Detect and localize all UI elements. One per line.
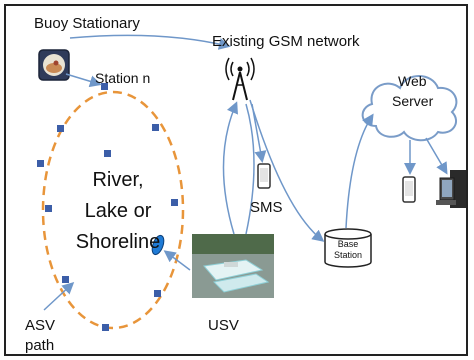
usv-label: USV bbox=[208, 317, 239, 334]
water-body-label-line3: Shoreline bbox=[75, 231, 161, 253]
buoy-stationary-label: Buoy Stationary bbox=[34, 15, 140, 32]
station-marker bbox=[171, 199, 178, 206]
usv-boat-photo bbox=[192, 234, 274, 298]
station-marker bbox=[152, 124, 159, 131]
computer-icon bbox=[436, 170, 466, 208]
station-marker bbox=[57, 125, 64, 132]
asv-path-loop bbox=[41, 90, 185, 330]
water-body-label-line1: River, bbox=[92, 169, 144, 191]
web-server-label-line1: Web bbox=[398, 73, 427, 89]
sms-label: SMS bbox=[250, 199, 283, 216]
phone-icon bbox=[402, 176, 416, 203]
cloud-icon bbox=[361, 75, 458, 142]
gsm-tower-icon bbox=[225, 57, 255, 101]
buoy-icon bbox=[38, 49, 70, 81]
station-marker bbox=[45, 205, 52, 212]
base-station-label-line2: Station bbox=[333, 250, 363, 260]
base-station-label-line1: Base bbox=[337, 239, 359, 249]
station-n-label: Station n bbox=[95, 70, 151, 86]
station-marker bbox=[102, 324, 109, 331]
gsm-network-label: Existing GSM network bbox=[212, 33, 360, 50]
station-marker bbox=[62, 276, 69, 283]
database-icon bbox=[324, 228, 372, 268]
asv-path-label-line2: path bbox=[25, 337, 55, 354]
station-marker bbox=[37, 160, 44, 167]
connection-arrows bbox=[43, 34, 448, 311]
station-marker bbox=[154, 290, 161, 297]
web-server-label-line2: Server bbox=[392, 93, 434, 109]
station-markers bbox=[37, 83, 178, 331]
phone-icon bbox=[257, 163, 271, 189]
water-body-label-line2: Lake or bbox=[84, 200, 152, 222]
station-marker bbox=[104, 150, 111, 157]
asv-marker bbox=[151, 234, 165, 256]
station-marker bbox=[101, 83, 108, 90]
asv-path-label-line1: ASV bbox=[25, 317, 56, 334]
diagram-border bbox=[4, 4, 468, 356]
